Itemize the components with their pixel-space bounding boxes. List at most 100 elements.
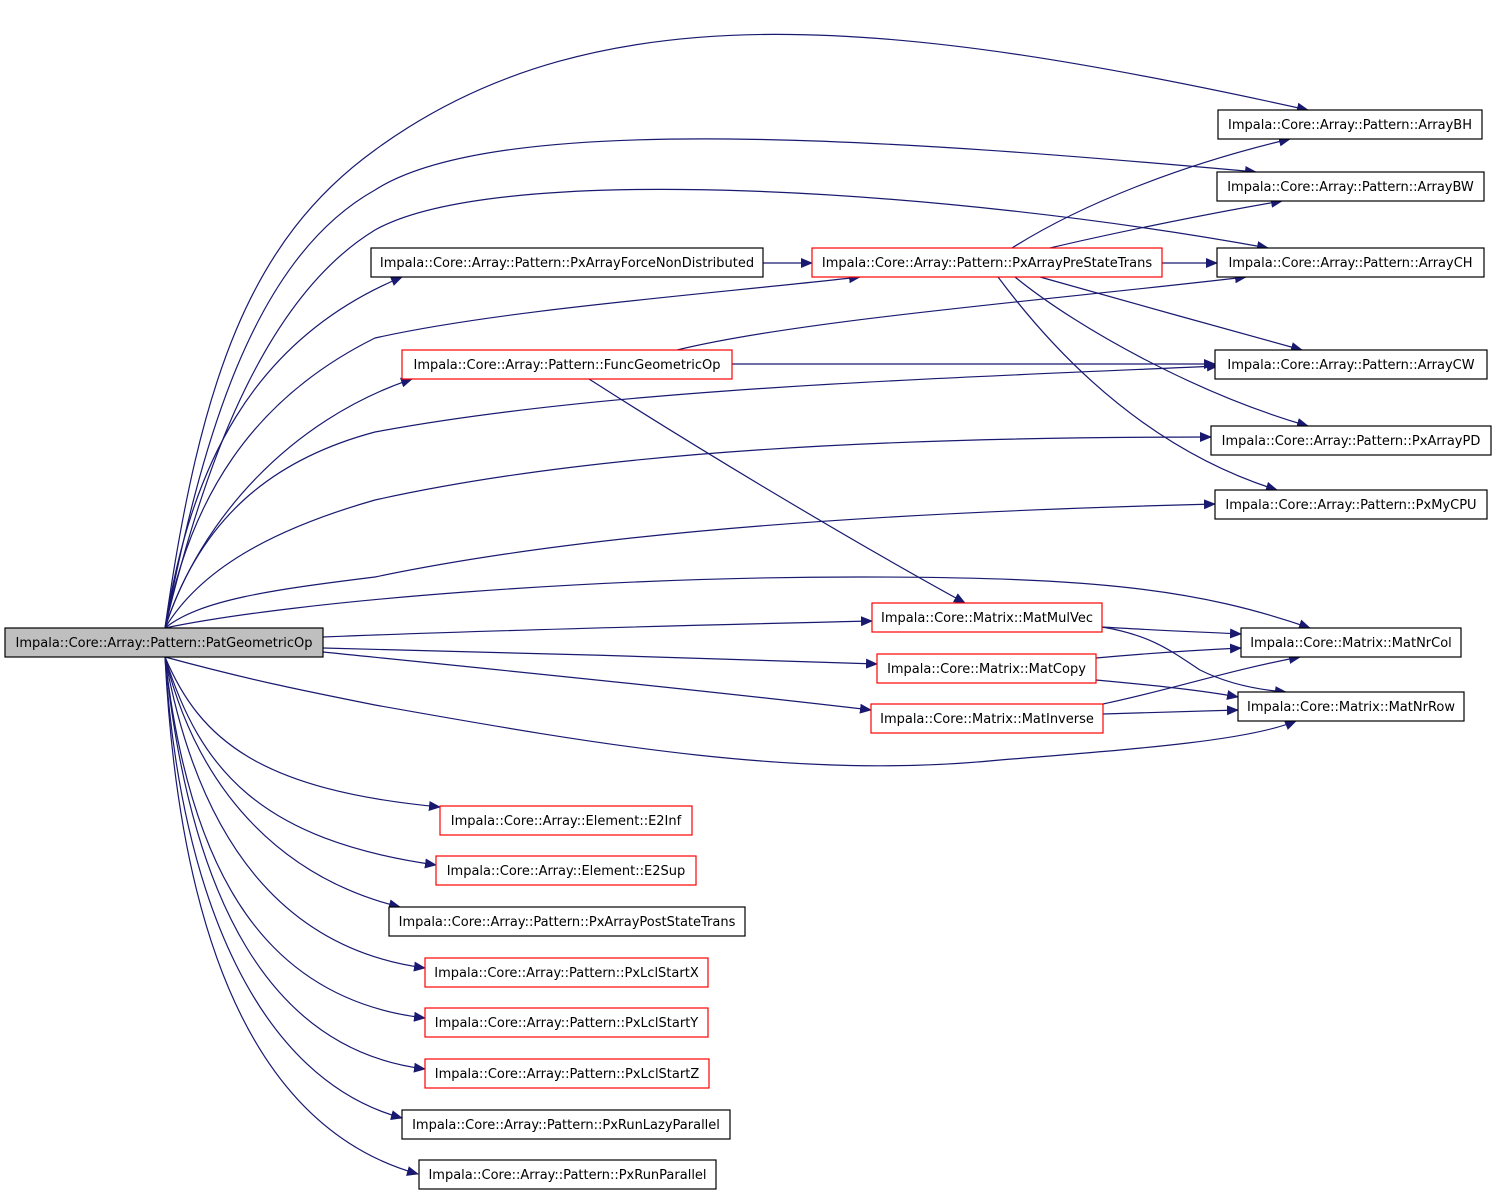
node-lclx[interactable]: Impala::Core::Array::Pattern::PxLclStart… — [424, 957, 709, 988]
edge-root-to-pxmycpu — [164, 499, 1216, 629]
node-label: Impala::Core::Array::Pattern::PxRunLazyP… — [412, 1118, 720, 1133]
edge-root-to-e2sup — [164, 656, 437, 869]
node-box[interactable] — [388, 906, 746, 937]
node-label: Impala::Core::Matrix::MatInverse — [880, 712, 1094, 727]
node-box[interactable] — [871, 602, 1103, 633]
node-matmulvec[interactable]: Impala::Core::Matrix::MatMulVec — [871, 602, 1103, 633]
node-label: Impala::Core::Array::Pattern::PatGeometr… — [16, 636, 313, 651]
node-box[interactable] — [435, 855, 697, 886]
node-label: Impala::Core::Array::Pattern::PxLclStart… — [435, 1067, 700, 1082]
node-root[interactable]: Impala::Core::Array::Pattern::PatGeometr… — [4, 627, 324, 658]
node-forcenondist[interactable]: Impala::Core::Array::Pattern::PxArrayFor… — [370, 247, 764, 278]
node-matnrcol[interactable]: Impala::Core::Matrix::MatNrCol — [1240, 627, 1462, 658]
node-label: Impala::Core::Array::Pattern::PxArrayPre… — [822, 256, 1152, 271]
node-lclz[interactable]: Impala::Core::Array::Pattern::PxLclStart… — [424, 1058, 710, 1089]
edge-root-to-funcgeo — [164, 377, 413, 629]
edge-root-to-matmulvec — [322, 616, 873, 638]
node-matinverse[interactable]: Impala::Core::Matrix::MatInverse — [870, 703, 1104, 734]
node-box[interactable] — [1217, 109, 1483, 140]
edge-prestate-to-arraycw — [1039, 276, 1303, 352]
edge-prestate-to-arraybh — [1011, 136, 1291, 249]
node-box[interactable] — [876, 653, 1097, 684]
node-box[interactable] — [439, 805, 693, 836]
edge-root-to-arraybw — [164, 138, 1257, 629]
node-label: Impala::Core::Array::Pattern::PxArrayPos… — [399, 915, 736, 930]
node-label: Impala::Core::Array::Pattern::ArrayBH — [1228, 118, 1472, 133]
node-box[interactable] — [4, 627, 324, 658]
edge-root-to-arraych — [164, 188, 1269, 629]
node-label: Impala::Core::Array::Pattern::PxLclStart… — [435, 1016, 699, 1031]
edge-matinverse-to-matnrcol — [1102, 654, 1301, 705]
node-matcopy[interactable]: Impala::Core::Matrix::MatCopy — [876, 653, 1097, 684]
node-label: Impala::Core::Matrix::MatNrCol — [1250, 636, 1452, 651]
node-box[interactable] — [424, 1058, 710, 1089]
node-box[interactable] — [1240, 627, 1462, 658]
node-box[interactable] — [1237, 691, 1465, 722]
node-label: Impala::Core::Array::Pattern::ArrayBW — [1227, 180, 1474, 195]
node-matnrrow[interactable]: Impala::Core::Matrix::MatNrRow — [1237, 691, 1465, 722]
node-runpar[interactable]: Impala::Core::Array::Pattern::PxRunParal… — [418, 1159, 717, 1190]
edge-root-to-poststate — [164, 656, 401, 910]
node-runlazy[interactable]: Impala::Core::Array::Pattern::PxRunLazyP… — [401, 1109, 731, 1140]
edge-root-to-lclx — [164, 656, 426, 972]
edge-matcopy-to-matnrcol — [1095, 643, 1242, 659]
edge-matmulvec-to-matnrrow — [1101, 626, 1287, 697]
node-label: Impala::Core::Array::Element::E2Sup — [447, 864, 686, 879]
node-pxarraypd[interactable]: Impala::Core::Array::Pattern::PxArrayPD — [1210, 425, 1492, 456]
node-box[interactable] — [424, 957, 709, 988]
edge-root-to-e2inf — [164, 656, 441, 811]
edge-root-to-matcopy — [322, 647, 878, 669]
node-label: Impala::Core::Array::Pattern::PxRunParal… — [428, 1168, 706, 1183]
node-poststate[interactable]: Impala::Core::Array::Pattern::PxArrayPos… — [388, 906, 746, 937]
node-pxmycpu[interactable]: Impala::Core::Array::Pattern::PxMyCPU — [1214, 489, 1488, 520]
node-box[interactable] — [1210, 425, 1492, 456]
node-box[interactable] — [401, 1109, 731, 1140]
edge-root-to-matnrrow — [164, 656, 1297, 767]
edge-root-to-lcly — [164, 656, 426, 1022]
node-box[interactable] — [401, 349, 733, 380]
node-label: Impala::Core::Matrix::MatCopy — [887, 662, 1086, 677]
edge-root-to-pxarraypd — [164, 432, 1212, 629]
edge-root-to-runlazy — [164, 656, 403, 1120]
node-arraych[interactable]: Impala::Core::Array::Pattern::ArrayCH — [1216, 247, 1485, 278]
edge-root-to-forcenondist — [164, 276, 403, 629]
node-box[interactable] — [418, 1159, 717, 1190]
node-box[interactable] — [1216, 247, 1485, 278]
node-box[interactable] — [424, 1007, 709, 1038]
edge-prestate-to-arraybw — [1049, 197, 1283, 249]
node-arraybw[interactable]: Impala::Core::Array::Pattern::ArrayBW — [1216, 171, 1485, 202]
node-label: Impala::Core::Array::Pattern::PxArrayFor… — [380, 256, 754, 271]
node-arraybh[interactable]: Impala::Core::Array::Pattern::ArrayBH — [1217, 109, 1483, 140]
node-label: Impala::Core::Array::Pattern::FuncGeomet… — [413, 358, 720, 373]
edge-funcgeo-to-matmulvec — [588, 378, 966, 604]
node-box[interactable] — [1216, 171, 1485, 202]
node-label: Impala::Core::Array::Pattern::PxLclStart… — [434, 966, 699, 981]
edge-root-to-lclz — [164, 656, 426, 1073]
node-box[interactable] — [1214, 489, 1488, 520]
node-e2sup[interactable]: Impala::Core::Array::Element::E2Sup — [435, 855, 697, 886]
node-box[interactable] — [1214, 349, 1488, 380]
node-funcgeo[interactable]: Impala::Core::Array::Pattern::FuncGeomet… — [401, 349, 733, 380]
node-box[interactable] — [811, 247, 1163, 278]
node-e2inf[interactable]: Impala::Core::Array::Element::E2Inf — [439, 805, 693, 836]
node-arraycw[interactable]: Impala::Core::Array::Pattern::ArrayCW — [1214, 349, 1488, 380]
edge-root-to-runpar — [164, 656, 419, 1176]
edge-funcgeo-to-arraych — [676, 273, 1247, 351]
node-box[interactable] — [870, 703, 1104, 734]
edge-root-to-matnrcol — [164, 576, 1311, 630]
node-label: Impala::Core::Matrix::MatNrRow — [1247, 700, 1455, 715]
edge-root-to-arraycw — [164, 361, 1219, 629]
node-lcly[interactable]: Impala::Core::Array::Pattern::PxLclStart… — [424, 1007, 709, 1038]
edge-root-to-matinverse — [322, 651, 872, 714]
node-prestate[interactable]: Impala::Core::Array::Pattern::PxArrayPre… — [811, 247, 1163, 278]
node-label: Impala::Core::Array::Pattern::PxMyCPU — [1225, 498, 1476, 513]
node-label: Impala::Core::Array::Pattern::ArrayCH — [1228, 256, 1472, 271]
edge-root-to-arraybh — [164, 33, 1309, 629]
edge-prestate-to-pxmycpu — [997, 276, 1278, 492]
edge-layer — [164, 33, 1311, 1176]
edge-matinverse-to-matnrrow — [1102, 705, 1239, 716]
node-box[interactable] — [370, 247, 764, 278]
node-label: Impala::Core::Array::Pattern::PxArrayPD — [1222, 434, 1481, 449]
edge-matmulvec-to-matnrcol — [1101, 626, 1242, 639]
